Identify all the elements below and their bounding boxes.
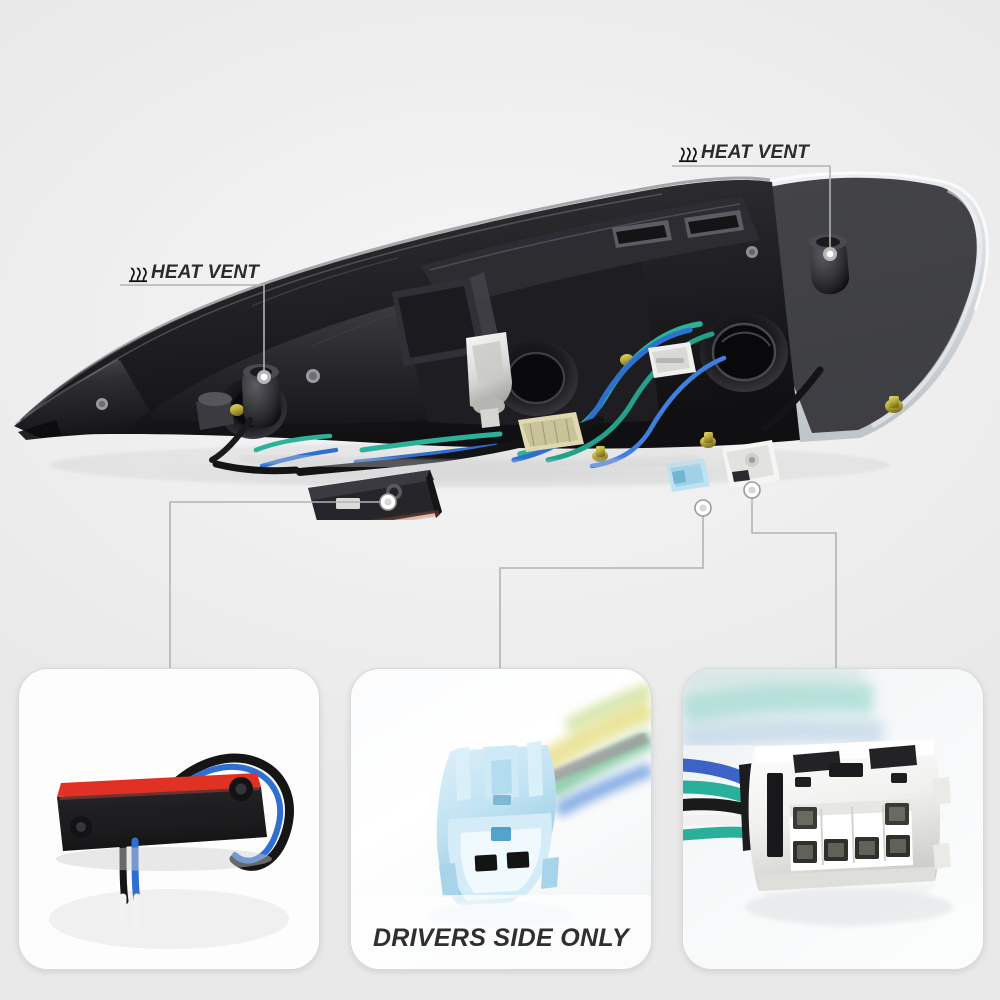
heat-waves-icon xyxy=(128,266,148,283)
white-multipin-connector-on-harness xyxy=(722,440,780,488)
heat-waves-icon xyxy=(678,146,698,163)
heat-vent-cap-right xyxy=(809,234,850,295)
detail-panel-blue-connector[interactable]: DRIVERS SIDE ONLY xyxy=(350,668,652,970)
detail-panel-ballast-module[interactable] xyxy=(18,668,320,970)
panel-2-caption: DRIVERS SIDE ONLY xyxy=(372,924,630,952)
callout-heat-vent-left-text: HEAT VENT xyxy=(151,262,260,283)
callout-heat-vent-right-text: HEAT VENT xyxy=(701,142,810,163)
detail-panel-white-connector[interactable] xyxy=(682,668,984,970)
bulb-socket-white xyxy=(466,332,512,428)
callout-heat-vent-left: HEAT VENT xyxy=(128,262,259,284)
ivory-connector-block xyxy=(518,412,584,452)
headlight-assembly-photo xyxy=(0,120,1000,520)
callout-heat-vent-right: HEAT VENT xyxy=(678,142,809,164)
inline-white-connector xyxy=(648,342,696,378)
detail-panels-row: DRIVERS SIDE ONLY xyxy=(0,660,1000,980)
